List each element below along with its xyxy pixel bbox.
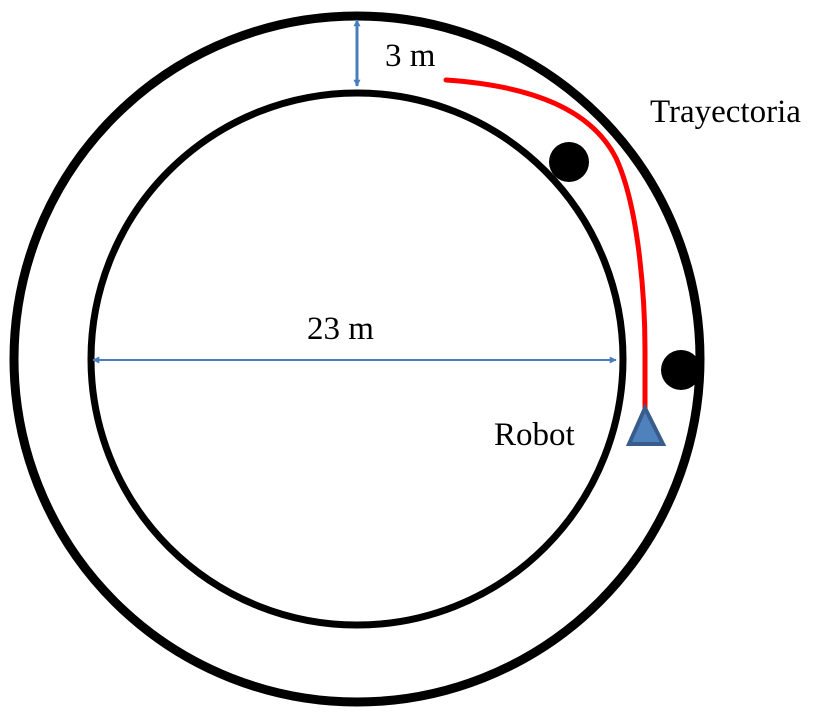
trajectory-label: Trayectoria bbox=[650, 94, 801, 130]
robot-triangle-icon bbox=[625, 403, 667, 446]
gap-label: 3 m bbox=[385, 38, 436, 74]
inner-ring bbox=[87, 89, 627, 629]
diameter-label: 23 m bbox=[307, 311, 374, 347]
trajectory-path bbox=[443, 77, 648, 415]
outer-ring bbox=[9, 11, 705, 707]
obstacle-right bbox=[661, 350, 701, 390]
robot-label: Robot bbox=[494, 417, 575, 453]
obstacle-upper bbox=[549, 142, 589, 182]
